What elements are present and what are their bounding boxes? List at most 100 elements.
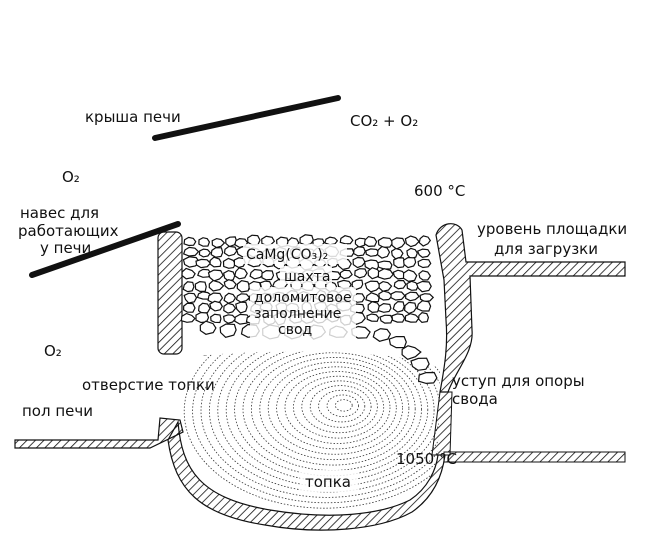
platform-label-line2: для загрузки xyxy=(494,240,598,258)
o2-label-mid: O₂ xyxy=(44,342,62,360)
dolomite-stone xyxy=(180,312,196,323)
dolomite-stone xyxy=(235,293,251,303)
canopy-label-line2: работающих xyxy=(18,222,119,240)
dolomite-stone xyxy=(299,234,315,246)
dolomite-stone xyxy=(372,328,392,342)
dolomite-stone xyxy=(182,302,196,313)
dolomite-stone xyxy=(247,234,261,246)
dolomite-stone xyxy=(207,269,224,282)
dolomite-stone xyxy=(324,236,339,246)
canopy-bar xyxy=(29,221,181,278)
dolomite-stone xyxy=(197,268,212,278)
dolomite-stone xyxy=(392,269,406,280)
firebox-opening-label: отверстие топки xyxy=(82,376,215,394)
dolomite-stone xyxy=(219,323,237,338)
fire-swirl-ring xyxy=(326,394,359,417)
fire-swirl-ring xyxy=(309,385,372,428)
dolomite-stone xyxy=(418,235,432,247)
dolomite-stone xyxy=(365,248,380,257)
temperature-top-label: 600 °C xyxy=(414,182,465,200)
dolomite-stone xyxy=(367,301,381,314)
dolomite-stone xyxy=(195,258,212,269)
dolomite-stone xyxy=(379,314,394,324)
dolomite-stone xyxy=(339,269,353,280)
dolomite-stone xyxy=(366,313,380,322)
fire-swirl-ring xyxy=(250,352,416,466)
dolomite-stone xyxy=(410,357,430,371)
dolomite-stone xyxy=(416,300,432,312)
fill-label-line2: заполнение xyxy=(254,306,341,322)
dolomite-stone xyxy=(392,300,405,313)
dolomite-stone xyxy=(393,257,407,269)
dolomite-stone xyxy=(196,291,213,300)
fire-swirl-ring xyxy=(276,366,397,450)
dolomite-stone xyxy=(418,270,432,281)
dolomite-stone xyxy=(182,281,195,293)
dolomite-stone xyxy=(377,302,392,313)
roof-label: крыша печи xyxy=(85,108,181,126)
dolomite-stone xyxy=(235,301,248,314)
dolomite-stone xyxy=(417,258,432,269)
fire-swirl-ring xyxy=(301,380,378,434)
dolomite-stone xyxy=(183,236,197,247)
dolomite-stone xyxy=(225,236,238,248)
dolomite-stone xyxy=(403,301,417,315)
dolomite-stone xyxy=(210,247,224,258)
dolomite-stone xyxy=(249,268,265,280)
dolomite-stone xyxy=(406,280,419,291)
floor-label: пол печи xyxy=(22,402,93,420)
kiln-left-wall xyxy=(157,231,183,355)
dolomite-stone xyxy=(391,237,406,250)
dolomite-stone xyxy=(390,291,406,301)
dolomite-stone xyxy=(182,256,201,268)
dolomite-stone xyxy=(223,269,236,282)
dolomite-stone xyxy=(402,269,418,283)
dolomite-stone xyxy=(222,314,237,324)
dolomite-stone xyxy=(223,292,237,304)
dolomite-stone xyxy=(364,280,382,293)
dolomite-stone xyxy=(402,256,417,269)
dolomite-stone xyxy=(365,292,380,303)
fire-swirl-ring xyxy=(284,371,391,444)
dolomite-stone xyxy=(183,292,198,304)
dolomite-stone xyxy=(377,268,394,280)
dolomite-stone xyxy=(223,302,237,314)
dolomite-stone xyxy=(377,260,393,270)
fire-swirl-ring xyxy=(318,389,366,423)
kiln-right-wall xyxy=(435,223,626,393)
dolomite-stone xyxy=(194,280,207,293)
dolomite-formula-label: CaMg(CO₃)₂ xyxy=(246,247,328,263)
dolomite-stone xyxy=(417,371,438,385)
dolomite-stone xyxy=(352,246,366,257)
fill-label-line3: свод xyxy=(278,322,312,338)
dolomite-stone xyxy=(378,290,394,301)
fire-swirl-ring xyxy=(259,357,410,461)
o2-label-top: O₂ xyxy=(62,168,80,186)
dolomite-stone xyxy=(223,245,238,257)
fire-swirl-ring xyxy=(292,375,385,439)
dolomite-stone xyxy=(418,312,430,324)
dolomite-stone xyxy=(223,279,237,290)
dolomite-stone xyxy=(376,245,391,259)
dolomite-stone xyxy=(401,345,422,360)
dolomite-stone xyxy=(391,313,406,323)
dolomite-stone xyxy=(419,293,435,303)
dolomite-stone xyxy=(416,248,431,259)
gases-label: CO₂ + O₂ xyxy=(350,112,418,130)
dolomite-stone xyxy=(404,313,420,323)
dolomite-stone xyxy=(208,279,225,292)
dolomite-stone xyxy=(354,268,368,279)
dolomite-stone xyxy=(199,320,217,335)
dolomite-stone xyxy=(378,280,393,292)
dolomite-stone xyxy=(233,257,246,269)
dolomite-stone xyxy=(354,237,368,248)
ledge-label-line1: уступ для опоры xyxy=(452,372,585,390)
dolomite-stone xyxy=(393,279,407,290)
canopy-label-line3: у печи xyxy=(40,239,91,257)
ledge-label-line2: свода xyxy=(452,390,498,408)
dolomite-stone xyxy=(198,237,211,247)
dolomite-stone xyxy=(367,267,382,280)
dolomite-stone xyxy=(377,236,394,248)
dolomite-stone xyxy=(234,267,248,280)
dolomite-stone xyxy=(181,267,196,280)
